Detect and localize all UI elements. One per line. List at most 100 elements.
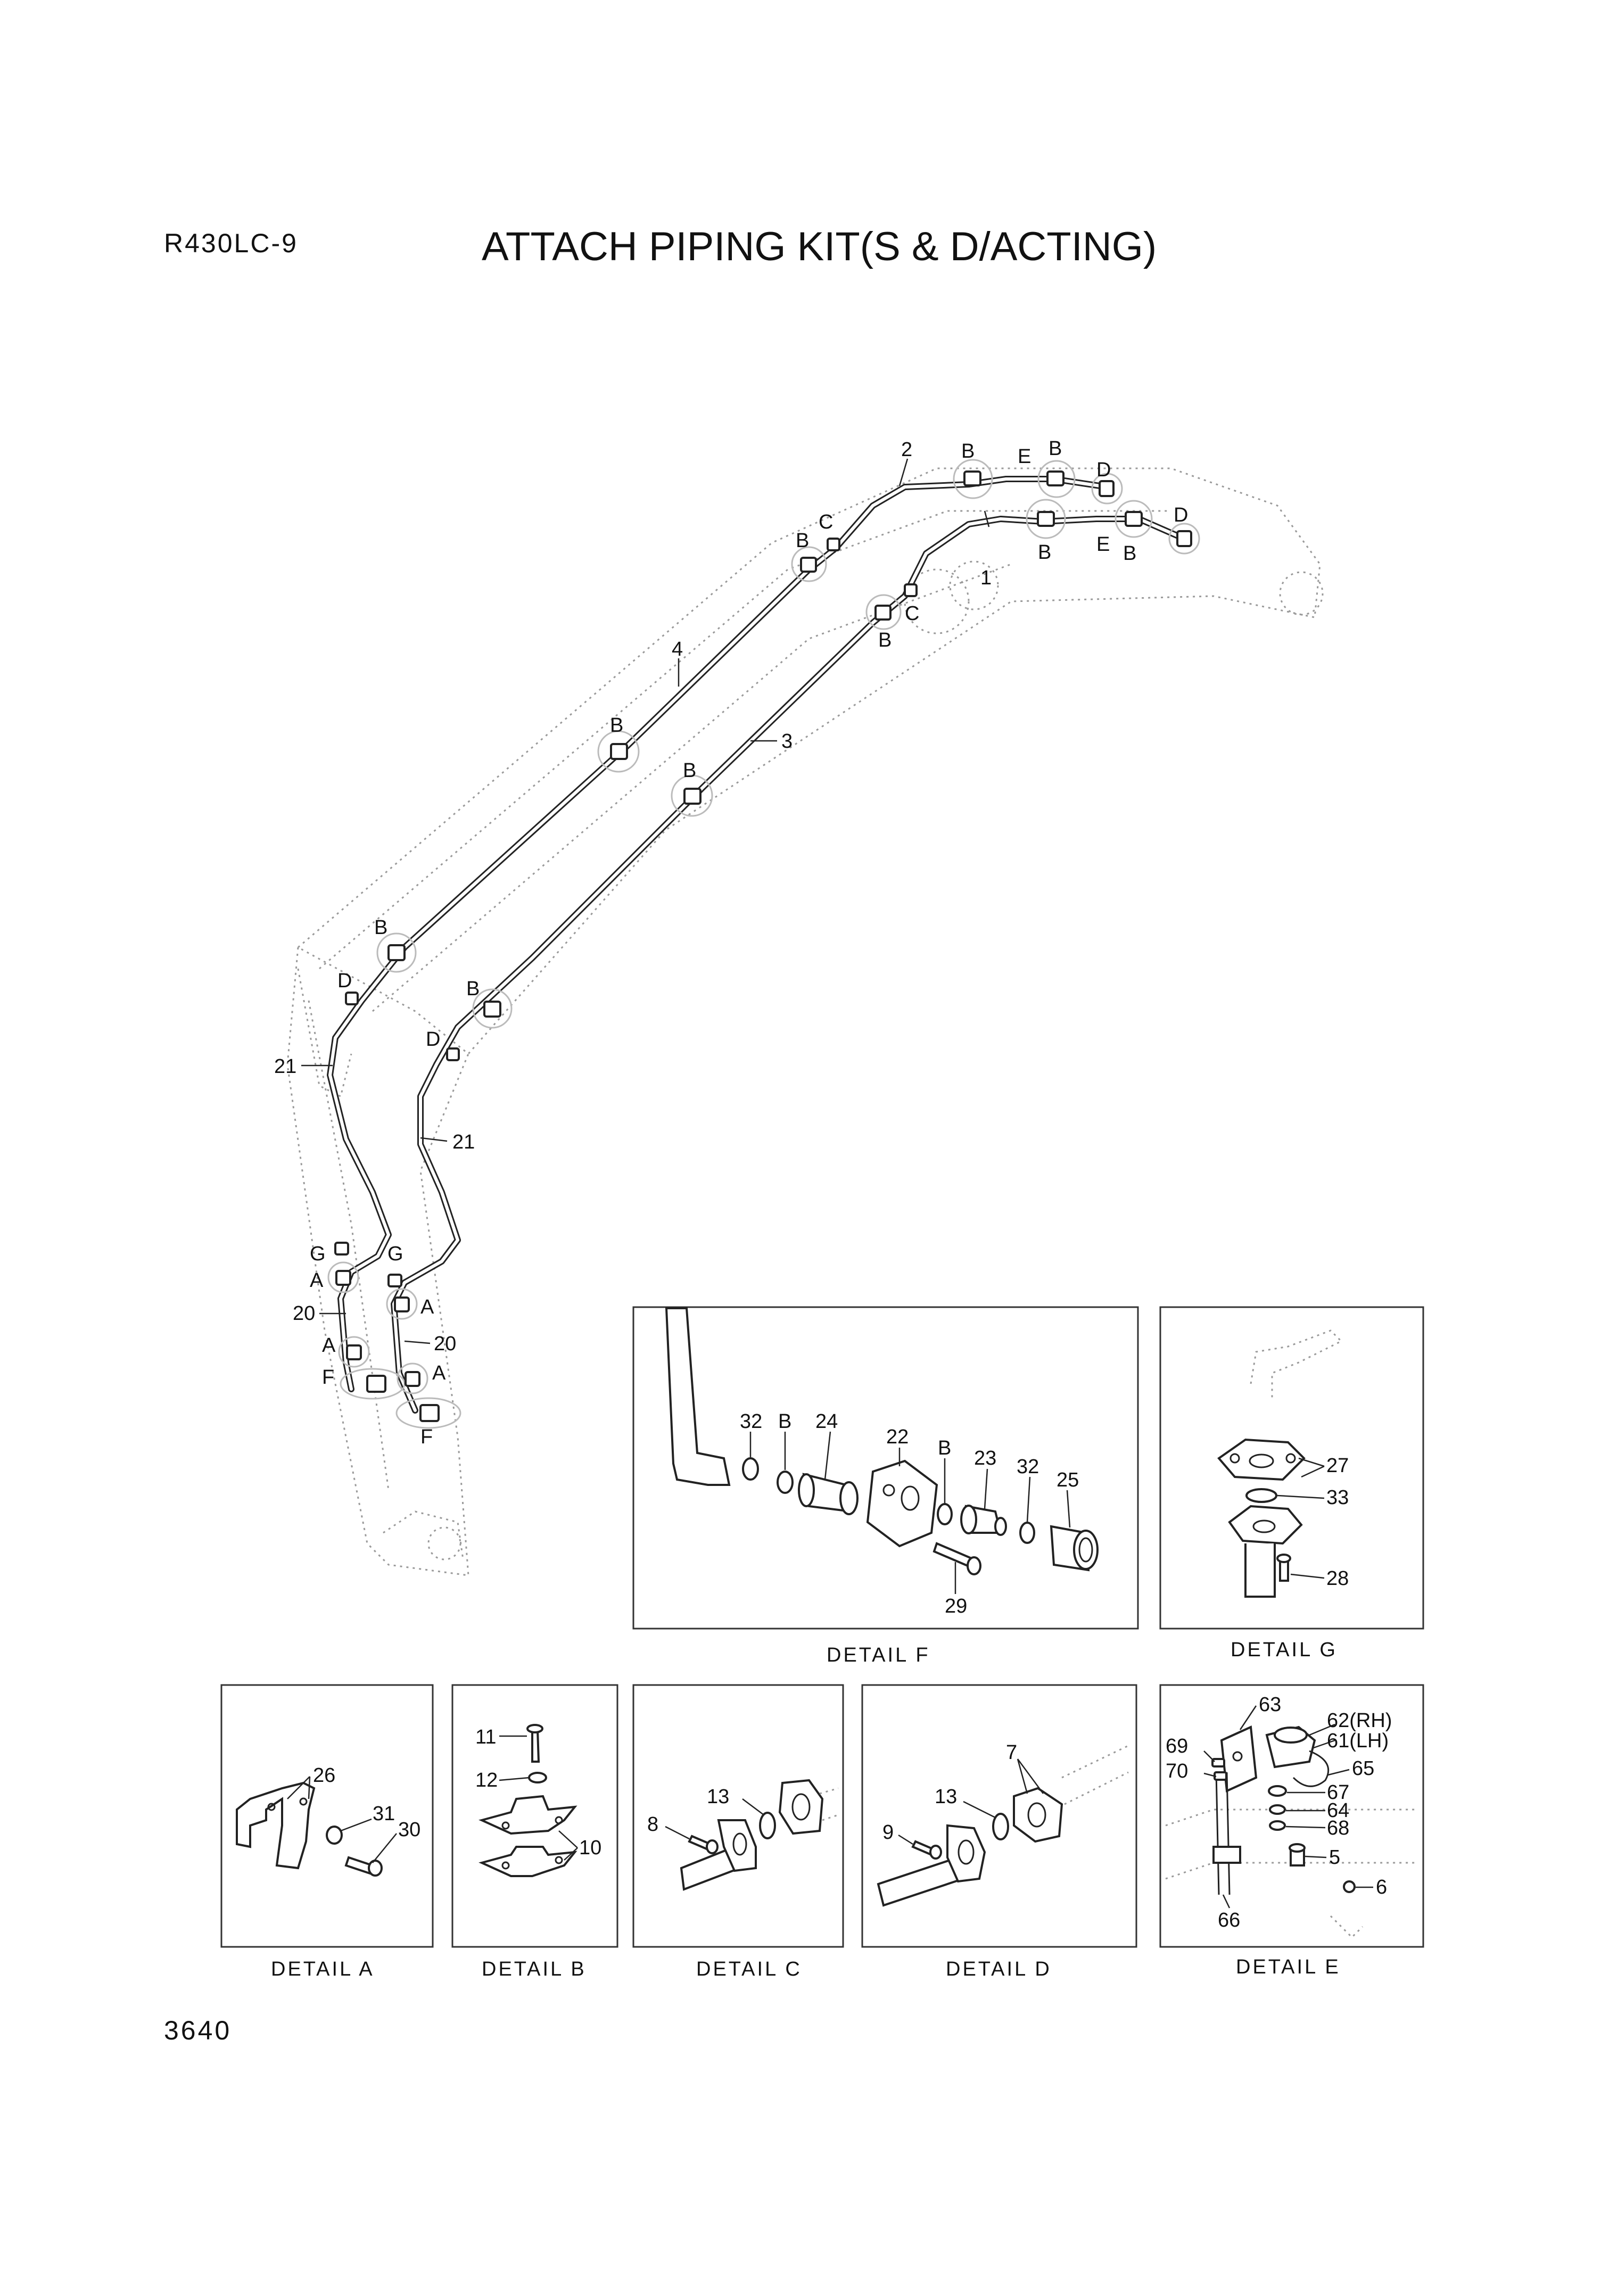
detail-g-caption: DETAIL G [1231, 1639, 1338, 1661]
detail-f-label: 29 [945, 1595, 967, 1617]
label-part-4: 4 [672, 638, 683, 660]
detail-g-label: 33 [1326, 1486, 1349, 1509]
callout-leads [301, 458, 990, 1344]
detail-f-label: B [778, 1410, 791, 1433]
pipe-lines [327, 476, 1185, 1414]
detail-d-label: 13 [935, 1786, 957, 1808]
main-part-labels: 2 1 4 3 21 21 20 20 B E B D C B D B E B … [274, 437, 1188, 1448]
detail-e-label: 66 [1218, 1909, 1240, 1931]
label-detail-c: C [819, 511, 833, 533]
detail-e-label: 5 [1329, 1846, 1340, 1869]
clamp-fittings [334, 470, 1192, 1422]
label-detail-g: G [387, 1243, 403, 1265]
detail-e-label: 67 [1327, 1781, 1349, 1804]
detail-b-panel [451, 1684, 618, 1948]
model-number: R430LC-9 [164, 228, 298, 258]
detail-c-label: 8 [647, 1813, 658, 1836]
page-number: 3640 [164, 2016, 232, 2045]
detail-g-label: 27 [1326, 1455, 1349, 1477]
detail-e-label: 61(LH) [1327, 1730, 1389, 1752]
detail-e-caption: DETAIL E [1236, 1956, 1341, 1978]
detail-d-labels: 7 13 9 DETAIL D [882, 1741, 1052, 1980]
detail-f-caption: DETAIL F [827, 1644, 930, 1666]
detail-d-caption: DETAIL D [946, 1958, 1052, 1980]
detail-g-labels: 27 33 28 DETAIL G [1231, 1455, 1349, 1661]
detail-b-label: 10 [579, 1837, 601, 1859]
label-detail-b: B [796, 530, 809, 552]
detail-b-label: 11 [475, 1726, 496, 1748]
detail-g-label: 28 [1326, 1567, 1349, 1590]
detail-a-label: 31 [373, 1803, 395, 1825]
detail-e-label: 68 [1327, 1817, 1349, 1839]
label-detail-g: G [310, 1243, 326, 1265]
label-part-2: 2 [901, 439, 912, 461]
label-part-3: 3 [781, 730, 793, 753]
detail-c-labels: 13 8 DETAIL C [647, 1786, 802, 1980]
detail-b-caption: DETAIL B [482, 1958, 587, 1980]
detail-f-panel [632, 1306, 1139, 1630]
detail-f-label: 24 [815, 1410, 838, 1433]
detail-f-label: 32 [740, 1410, 762, 1433]
detail-f-label: 22 [886, 1426, 909, 1448]
label-detail-e: E [1096, 533, 1110, 556]
detail-a-label: 30 [398, 1819, 420, 1841]
label-detail-f: F [322, 1366, 334, 1389]
detail-d-label: 7 [1006, 1741, 1017, 1764]
label-detail-a: A [310, 1269, 324, 1292]
label-part-1: 1 [980, 567, 992, 589]
label-part-21-right: 21 [452, 1131, 475, 1153]
label-detail-d: D [426, 1028, 440, 1051]
detail-c-caption: DETAIL C [696, 1958, 802, 1980]
detail-e-panel [1159, 1684, 1424, 1948]
detail-f-label: 25 [1057, 1469, 1079, 1491]
clamp-halos [327, 459, 1200, 1429]
detail-b-label: 12 [475, 1769, 498, 1791]
detail-d-label: 9 [882, 1821, 894, 1844]
detail-a-panel [220, 1684, 434, 1948]
label-part-21-left: 21 [274, 1055, 296, 1078]
label-detail-b: B [1123, 542, 1136, 565]
label-detail-b: B [466, 978, 480, 1000]
label-detail-c: C [905, 602, 919, 625]
detail-a-caption: DETAIL A [271, 1958, 375, 1980]
label-detail-b: B [961, 440, 975, 462]
label-detail-b: B [1049, 437, 1062, 460]
detail-e-label: 63 [1259, 1694, 1281, 1716]
detail-b-labels: 11 12 10 DETAIL B [475, 1726, 601, 1980]
detail-d-panel [861, 1684, 1137, 1948]
label-detail-b: B [878, 629, 892, 651]
label-detail-b: B [374, 916, 387, 939]
label-detail-b: B [610, 714, 623, 737]
detail-f-label: 32 [1017, 1456, 1039, 1478]
label-detail-a: A [432, 1362, 446, 1384]
label-detail-b: B [1038, 541, 1051, 564]
boom-arm-outline [286, 467, 1324, 1576]
detail-e-label: 69 [1166, 1735, 1188, 1757]
label-detail-a: A [420, 1296, 434, 1318]
page-title: ATTACH PIPING KIT(S & D/ACTING) [482, 224, 1157, 269]
detail-a-label: 26 [313, 1764, 335, 1787]
label-part-20-left: 20 [293, 1302, 315, 1325]
detail-e-label: 6 [1376, 1876, 1387, 1898]
detail-a-labels: 26 31 30 DETAIL A [271, 1764, 420, 1980]
detail-e-label: 65 [1352, 1757, 1374, 1780]
label-detail-a: A [322, 1334, 336, 1357]
detail-f-label: 23 [974, 1447, 996, 1469]
detail-c-label: 13 [707, 1786, 729, 1808]
detail-e-label: 62(RH) [1327, 1709, 1392, 1732]
detail-f-label: B [938, 1437, 951, 1459]
detail-e-label: 64 [1327, 1799, 1349, 1822]
detail-g-panel [1159, 1306, 1424, 1630]
detail-e-label: 70 [1166, 1760, 1188, 1782]
label-detail-d: D [1174, 504, 1188, 526]
detail-c-panel [632, 1684, 844, 1948]
detail-f-labels: 32 B 24 22 B 23 32 25 29 DETAIL F [740, 1410, 1079, 1666]
label-detail-d: D [337, 970, 352, 992]
label-detail-b: B [683, 759, 696, 782]
label-detail-d: D [1096, 459, 1111, 481]
detail-e-labels: 63 62(RH) 61(LH) 69 70 65 67 64 68 5 6 6… [1166, 1694, 1392, 1978]
label-detail-e: E [1018, 445, 1031, 468]
label-part-20-right: 20 [434, 1333, 456, 1355]
label-detail-f: F [420, 1426, 433, 1448]
